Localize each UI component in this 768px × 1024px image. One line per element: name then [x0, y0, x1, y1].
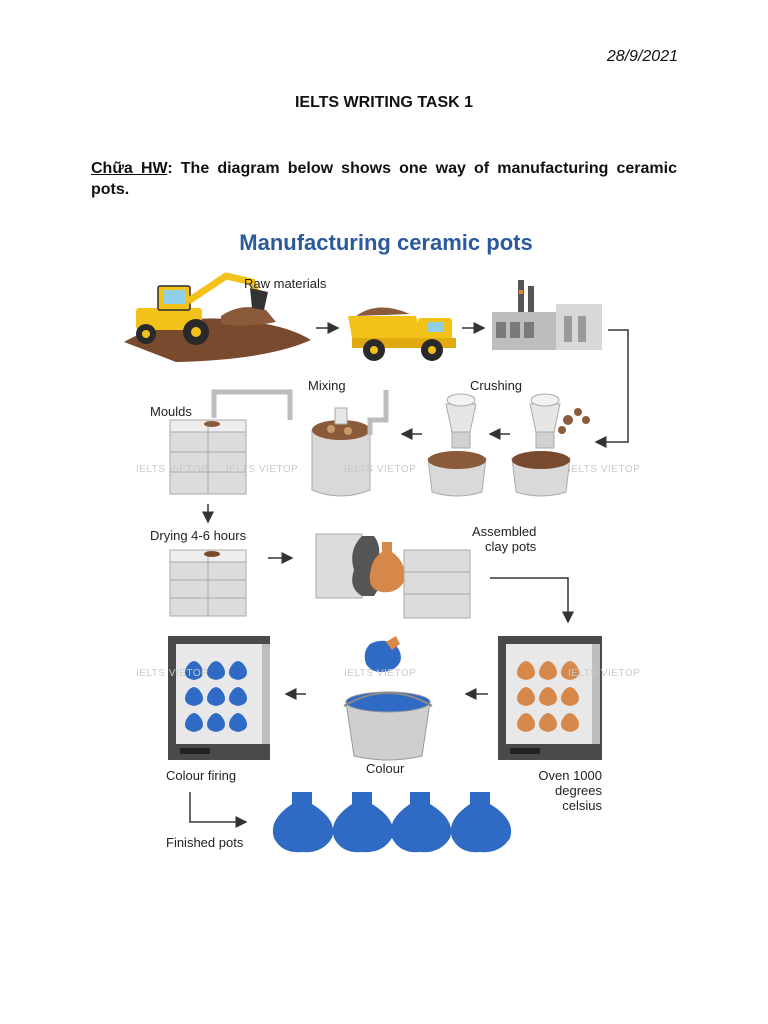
label-oven: Oven 1000 degrees celsius — [526, 768, 602, 813]
dump-truck-icon — [348, 307, 456, 361]
watermark: IELTS VIETOP — [344, 668, 417, 679]
label-colour-firing: Colour firing — [166, 768, 237, 783]
task-prompt: Chữa HW: The diagram below shows one way… — [91, 158, 677, 200]
flow-arrow-8 — [490, 577, 574, 624]
label-oven-line2: degrees — [555, 783, 602, 798]
diagram-title: Manufacturing ceramic pots — [239, 230, 533, 255]
label-oven-line3: celsius — [562, 798, 602, 813]
prompt-text: : The diagram below shows one way of man… — [91, 160, 678, 198]
finished-pots-icon — [272, 792, 512, 853]
watermark: IELTS VIETOP — [568, 464, 641, 475]
watermark: IELTS VIETOP — [344, 464, 417, 475]
watermark: IELTS VIETOP — [226, 464, 299, 475]
factory-icon — [492, 280, 602, 350]
label-moulds: Moulds — [150, 404, 192, 419]
watermark: IELTS VIETOP — [136, 464, 209, 475]
label-raw-materials: Raw materials — [244, 276, 327, 291]
label-assembled-line2: clay pots — [485, 539, 537, 554]
colour-bucket-icon — [343, 636, 433, 761]
label-finished: Finished pots — [166, 835, 244, 850]
label-assembled-line1: Assembled — [472, 524, 537, 539]
label-mixing: Mixing — [308, 378, 346, 393]
drying-mould-icon — [169, 549, 247, 617]
colour-kiln-icon — [168, 636, 270, 760]
oven-icon — [498, 636, 602, 760]
flow-arrow-3 — [594, 329, 629, 448]
assembled-pots-icon — [315, 533, 471, 619]
page-title: IELTS WRITING TASK 1 — [294, 94, 474, 111]
label-drying: Drying 4-6 hours — [150, 528, 247, 543]
prompt-tag: Chữa HW — [91, 160, 168, 177]
label-assembled: Assembled clay pots — [472, 524, 536, 554]
diagram-graphics — [124, 272, 629, 853]
excavator-icon — [124, 272, 311, 362]
watermark: IELTS VIETOP — [568, 668, 641, 679]
watermark: IELTS VIETOP — [136, 668, 209, 679]
mould-block-icon — [169, 419, 247, 495]
mixing-tank-icon — [311, 390, 389, 497]
flow-arrow-11 — [189, 792, 248, 828]
crusher-right-icon — [511, 393, 590, 497]
label-colour: Colour — [366, 761, 405, 776]
date: 28/9/2021 — [606, 48, 678, 65]
crusher-left-icon — [427, 393, 487, 497]
label-oven-line1: Oven 1000 — [538, 768, 602, 783]
mix-pipe — [211, 389, 293, 420]
process-diagram: Manufacturing ceramic pots Raw materials… — [116, 220, 656, 870]
label-crushing: Crushing — [470, 378, 523, 393]
